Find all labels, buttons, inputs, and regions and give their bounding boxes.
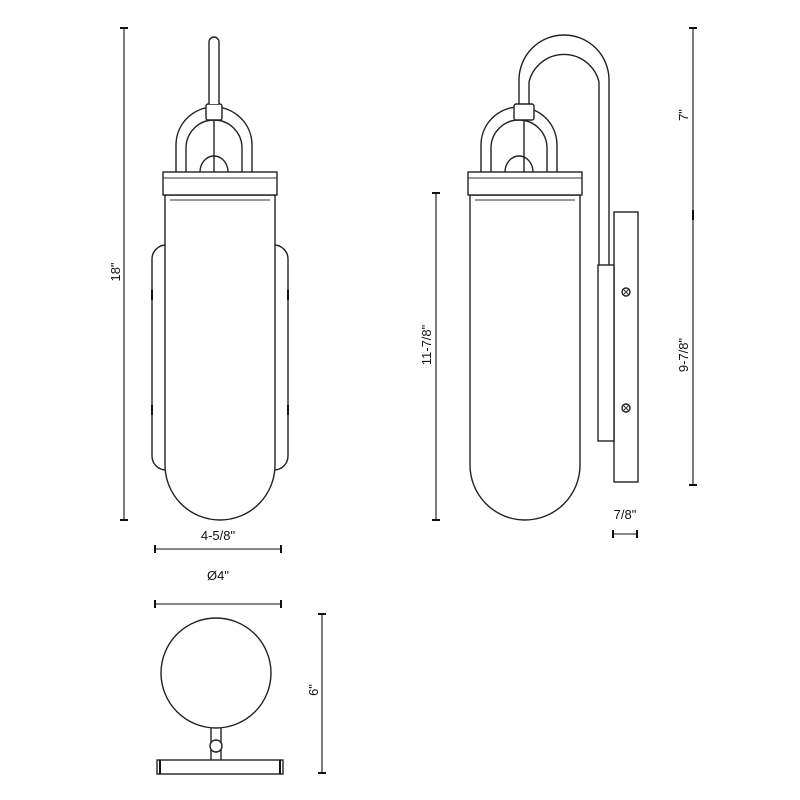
label-backplate-height: 9-7/8" [676,337,691,372]
top-glass-circle [160,617,272,729]
dimension-glass-diameter: Ø4" [154,568,282,608]
label-glass-diameter: Ø4" [207,568,229,583]
side-backplate [613,211,639,483]
label-backplate-depth: 7/8" [614,507,637,522]
label-overall-height: 18" [108,262,123,281]
top-view [156,617,284,775]
front-cap [162,171,278,196]
label-backplate-width: 4-5/8" [201,528,236,543]
label-arm-height: 7" [676,109,691,121]
dimension-glass-height: 11-7/8" [419,192,440,521]
label-extension: 6" [306,684,321,696]
side-view [467,34,639,521]
dimension-arm-and-backplate-height: 7" 9-7/8" [676,27,697,486]
front-view [151,36,289,521]
label-glass-height: 11-7/8" [419,324,434,365]
dimension-backplate-width: 4-5/8" [154,528,282,553]
front-stem [208,36,220,104]
top-backplate [156,759,284,775]
side-arm-outer [518,34,610,265]
side-cap [467,171,583,196]
side-bracket [597,264,615,442]
dimension-backplate-depth: 7/8" [612,507,638,538]
dimension-overall-height: 18" [108,27,128,521]
dimension-extension: 6" [306,613,326,774]
side-glass-tube [469,194,581,521]
front-glass-tube [164,194,276,521]
